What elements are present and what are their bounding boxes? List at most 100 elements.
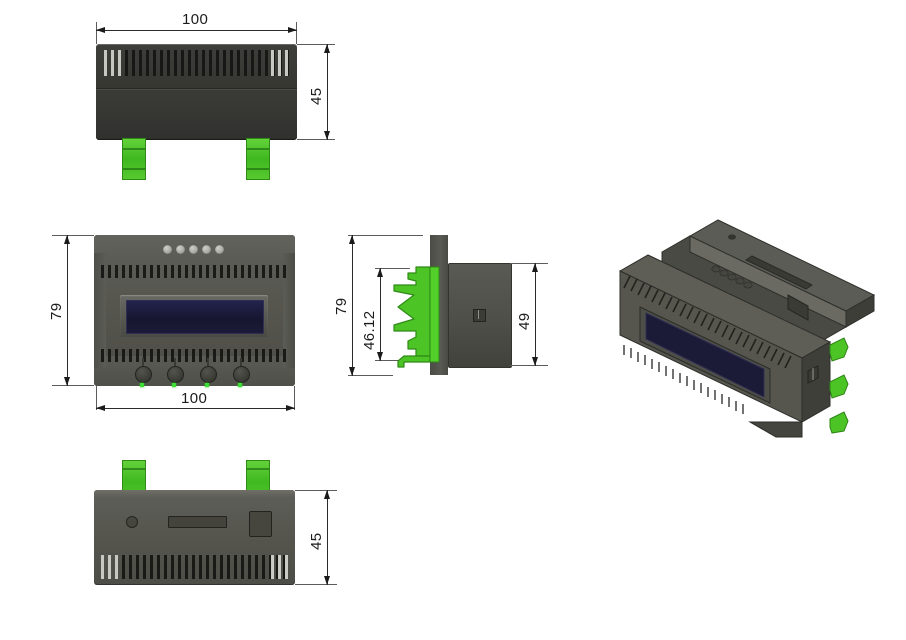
status-led-5 <box>215 245 224 254</box>
top-width-arrow-left <box>96 27 105 33</box>
button-stem-1 <box>142 358 144 368</box>
status-led-2 <box>176 245 185 254</box>
front-button-3[interactable] <box>200 366 217 383</box>
iso-status-led-group <box>711 265 753 289</box>
bottom-height-ext-top <box>295 490 337 491</box>
front-view-lower-vent-array <box>101 349 289 362</box>
front-width-arrow-left <box>96 405 105 411</box>
top-width-dim-line <box>96 30 297 31</box>
side-rail-dim-line <box>380 268 381 361</box>
side-view-port-divider <box>478 310 479 319</box>
iso-rear-circular-port <box>728 234 736 240</box>
top-height-ext-bottom <box>297 139 335 140</box>
side-view-depth-block <box>448 263 512 368</box>
isometric-model <box>618 219 876 438</box>
status-led-3 <box>189 245 198 254</box>
front-width-arrow-right <box>286 405 295 411</box>
side-overall-arrow-up <box>349 235 355 244</box>
front-view: 79 <box>0 225 350 430</box>
top-width-label: 100 <box>182 11 209 28</box>
front-width-dim-line <box>96 408 295 409</box>
top-height-ext-top <box>297 44 335 45</box>
side-rail-arrow-up <box>377 268 383 277</box>
status-led-1 <box>163 245 172 254</box>
top-view-din-clip-left <box>122 138 146 180</box>
button-stem-3 <box>207 358 209 368</box>
front-height-arrow-up <box>64 235 70 244</box>
iso-rear-slot-port <box>744 255 814 290</box>
bottom-height-dim-line <box>327 490 328 585</box>
bottom-view-square-port <box>249 511 272 537</box>
top-height-dim-line <box>327 44 328 140</box>
front-view-lcd-screen <box>126 300 264 334</box>
iso-rear-square-port <box>787 294 809 321</box>
top-view-vent-highlight-right <box>271 50 289 76</box>
front-height-ext-bottom <box>52 385 94 386</box>
top-view-vent-highlight-left <box>104 50 122 76</box>
iso-lower-vent-array <box>623 345 744 414</box>
front-view-left-wall <box>94 253 106 368</box>
din-rail-clip-profile <box>393 266 440 368</box>
iso-din-clip-1 <box>829 337 849 362</box>
button-stem-4 <box>240 358 242 368</box>
top-ext-line-left <box>96 22 97 44</box>
bottom-view-slot-port <box>168 516 227 528</box>
top-width-arrow-right <box>288 27 297 33</box>
side-overall-ext-top <box>348 235 423 236</box>
button-stem-2 <box>174 358 176 368</box>
iso-din-clip-2 <box>829 374 849 399</box>
iso-din-clip-3 <box>829 411 849 434</box>
side-overall-dim-line <box>352 235 353 376</box>
side-view-connector-port <box>473 309 486 322</box>
front-button-led-1 <box>140 383 144 387</box>
side-overall-ext-bottom <box>348 375 393 376</box>
front-button-led-4 <box>238 383 242 387</box>
top-view-lower-face <box>96 90 297 138</box>
front-height-arrow-down <box>64 377 70 386</box>
status-led-4 <box>202 245 211 254</box>
bottom-view: 45 <box>0 445 350 610</box>
side-overall-arrow-down <box>349 367 355 376</box>
bottom-height-arrow-up <box>324 490 330 499</box>
front-width-label: 100 <box>181 390 208 407</box>
top-height-arrow-down <box>324 131 330 140</box>
iso-lcd-screen <box>645 312 765 398</box>
top-view-din-clip-right <box>246 138 270 180</box>
iso-bottom-foot <box>748 421 803 438</box>
side-depth-label: 49 <box>516 312 533 331</box>
front-height-ext-top <box>52 235 94 236</box>
top-height-label: 45 <box>308 87 325 106</box>
iso-din-clip-group <box>829 337 849 434</box>
bottom-view-vent-highlight-right <box>271 555 289 579</box>
side-depth-arrow-down <box>532 357 538 366</box>
bottom-view-vent-highlight-left <box>101 555 119 579</box>
top-view-seam <box>96 88 297 91</box>
isometric-view <box>600 175 900 440</box>
front-button-led-3 <box>205 383 209 387</box>
front-width-ext-right <box>294 386 295 410</box>
front-height-dim-line <box>67 235 68 386</box>
top-view-vent-array <box>104 50 289 76</box>
side-depth-arrow-up <box>532 263 538 272</box>
bottom-view-vent-array <box>101 555 289 579</box>
iso-upper-vent-array <box>623 275 792 369</box>
front-button-2[interactable] <box>167 366 184 383</box>
side-view: 79 46.12 49 <box>330 225 560 400</box>
front-width-ext-left <box>96 386 97 410</box>
front-view-upper-vent-array <box>101 265 289 278</box>
bottom-height-arrow-down <box>324 576 330 585</box>
top-view: 100 45 <box>0 0 350 195</box>
top-height-arrow-up <box>324 44 330 53</box>
side-rail-ext-top <box>375 268 410 269</box>
side-depth-ext-bottom <box>510 365 548 366</box>
front-button-1[interactable] <box>135 366 152 383</box>
side-depth-ext-top <box>510 263 548 264</box>
front-view-right-wall <box>283 253 295 368</box>
front-button-4[interactable] <box>233 366 250 383</box>
side-depth-dim-line <box>535 263 536 366</box>
front-height-label: 79 <box>48 302 65 321</box>
side-rail-ext-bottom <box>375 360 410 361</box>
bottom-height-label: 45 <box>308 532 325 551</box>
top-ext-line-right <box>296 22 297 44</box>
side-rail-arrow-down <box>377 352 383 361</box>
